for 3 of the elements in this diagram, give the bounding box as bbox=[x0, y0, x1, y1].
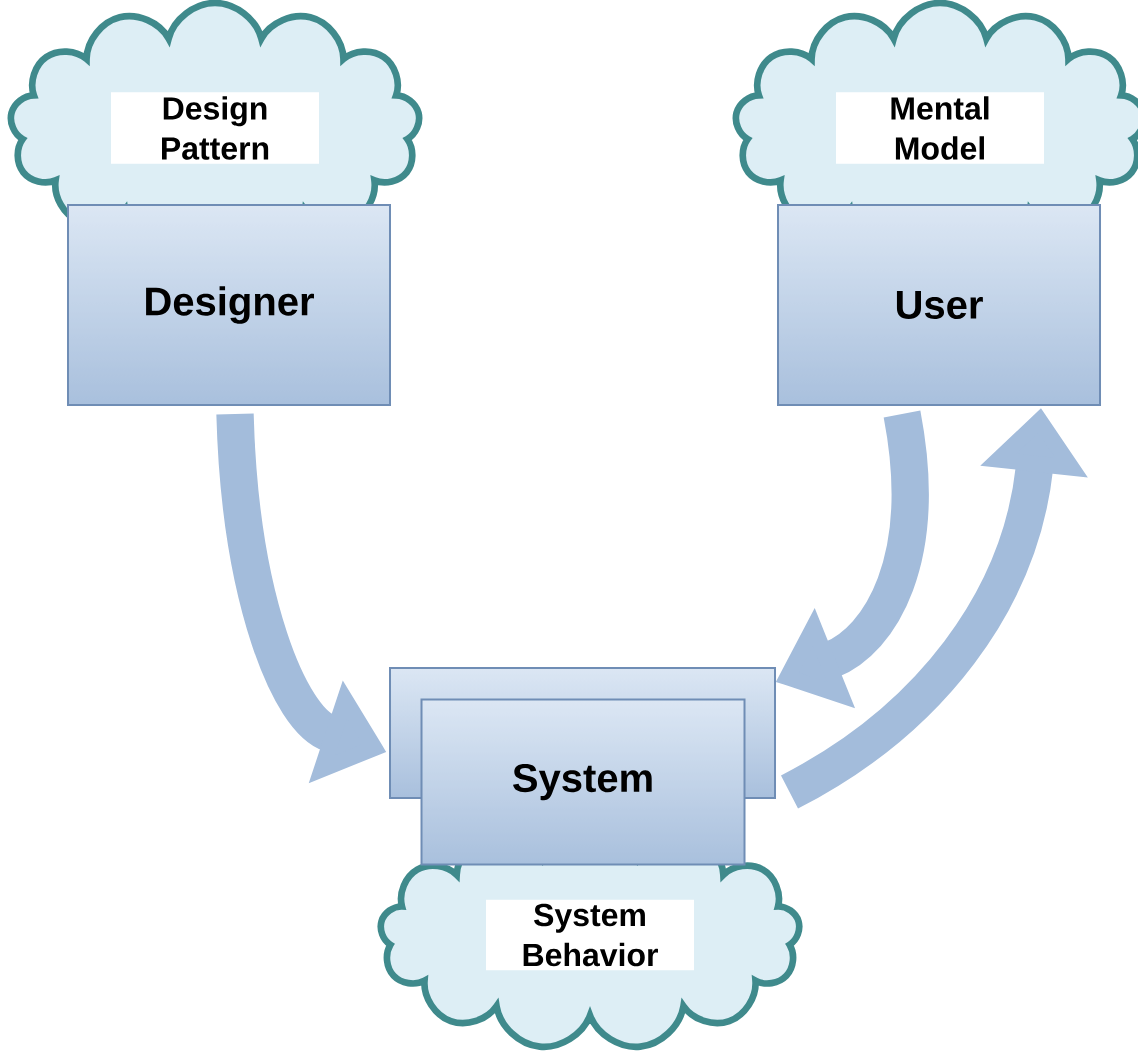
process-box: User bbox=[777, 204, 1101, 406]
stacked-box: System bbox=[389, 667, 776, 866]
process-box: Designer bbox=[67, 204, 391, 406]
